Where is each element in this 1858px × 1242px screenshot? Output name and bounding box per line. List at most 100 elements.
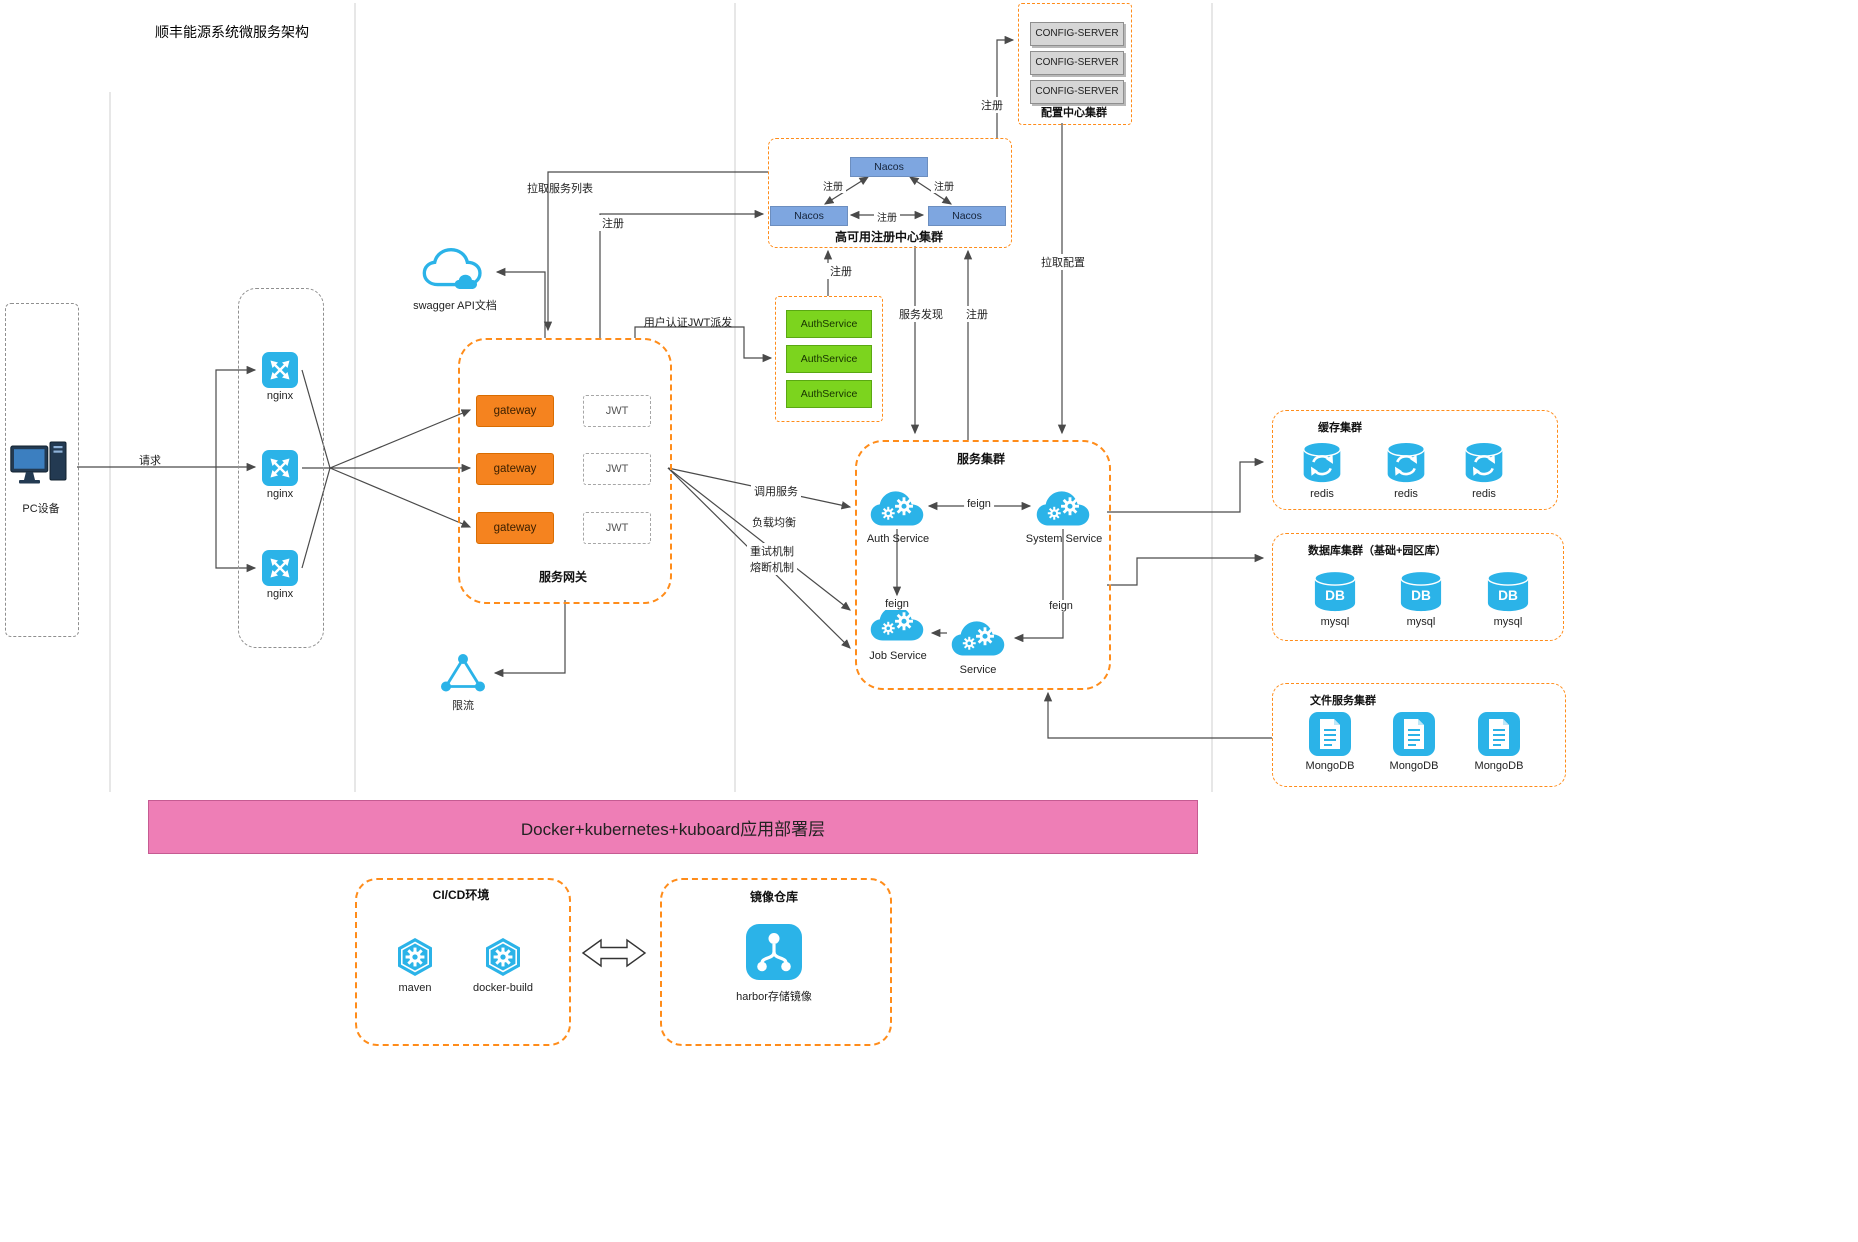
config-server-node[interactable]: CONFIG-SERVER <box>1030 80 1124 104</box>
rate-limit-label: 限流 <box>452 700 474 712</box>
gateway-group-title: 服务网关 <box>538 570 587 584</box>
system-service-label: System Service <box>1025 533 1103 545</box>
edge-label-service-discovery: 服务发现 <box>896 306 946 322</box>
auth-service-node[interactable]: AuthService <box>786 345 872 373</box>
edge-label-load-balance: 负载均衡 <box>749 514 799 530</box>
nginx-group-box <box>238 288 324 648</box>
gateway-node[interactable]: gateway <box>476 453 554 485</box>
edge-label-register: 注册 <box>827 263 855 279</box>
lane-separators <box>109 3 1213 792</box>
nacos-node[interactable]: Nacos <box>770 206 848 226</box>
nginx-label: nginx <box>266 390 294 402</box>
mysql-label: mysql <box>1493 616 1523 628</box>
auth-service-node[interactable]: AuthService <box>786 310 872 338</box>
docker-build-label: docker-build <box>473 982 533 994</box>
mysql-label: mysql <box>1406 616 1436 628</box>
image-repo-group-box <box>660 878 892 1046</box>
edge-label-register: 注册 <box>978 97 1006 113</box>
config-server-node[interactable]: CONFIG-SERVER <box>1030 22 1124 46</box>
file-group-title: 文件服务集群 <box>1310 695 1376 707</box>
cicd-group-box <box>355 878 571 1046</box>
redis-icon[interactable] <box>1385 440 1427 484</box>
gateway-group-box <box>458 338 672 604</box>
nginx-node-icon[interactable] <box>262 450 298 486</box>
jwt-node[interactable]: JWT <box>583 512 651 544</box>
harbor-git-icon[interactable] <box>746 924 802 980</box>
service-cloud-icon[interactable] <box>949 617 1007 659</box>
pc-computer-icon[interactable] <box>10 440 70 488</box>
mongodb-label: MongoDB <box>1389 760 1439 772</box>
edge-label-register: 注册 <box>820 178 846 193</box>
edge-label-register: 注册 <box>599 215 627 231</box>
mysql-db-icon[interactable] <box>1484 570 1532 612</box>
rate-limit-icon[interactable] <box>440 652 486 694</box>
docker-build-hex-icon[interactable] <box>483 937 523 977</box>
mongodb-doc-icon[interactable] <box>1478 712 1520 756</box>
registry-group-box <box>768 138 1012 248</box>
sync-double-arrow <box>581 938 647 968</box>
edge-label-invoke-service: 调用服务 <box>751 483 801 499</box>
edge-label-feign: feign <box>882 598 912 610</box>
cache-group-box <box>1272 410 1558 510</box>
redis-icon[interactable] <box>1301 440 1343 484</box>
cache-group-title: 缓存集群 <box>1318 422 1362 434</box>
db-group-box <box>1272 533 1564 641</box>
edge-label-request: 请求 <box>139 455 161 467</box>
edge-label-pull-service-list: 拉取服务列表 <box>527 183 593 195</box>
config-group-title: 配置中心集群 <box>1041 107 1107 119</box>
auth-service-label: Auth Service <box>866 533 930 545</box>
service-cluster-title: 服务集群 <box>956 452 1005 466</box>
auth-service-cloud-icon[interactable] <box>868 487 926 529</box>
auth-service-node[interactable]: AuthService <box>786 380 872 408</box>
edge-label-register: 注册 <box>931 178 957 193</box>
diagram-title: 顺丰能源系统微服务架构 <box>155 24 309 40</box>
maven-label: maven <box>398 982 432 994</box>
cicd-group-title: CI/CD环境 <box>432 888 490 902</box>
jwt-node[interactable]: JWT <box>583 453 651 485</box>
mysql-db-icon[interactable] <box>1311 570 1359 612</box>
edge-label-pull-config: 拉取配置 <box>1038 254 1088 270</box>
jwt-node[interactable]: JWT <box>583 395 651 427</box>
mongodb-label: MongoDB <box>1474 760 1524 772</box>
system-service-cloud-icon[interactable] <box>1034 487 1092 529</box>
registry-group-title: 高可用注册中心集群 <box>834 230 943 244</box>
edge-label-retry: 重试机制 <box>747 543 797 559</box>
nacos-node[interactable]: Nacos <box>850 157 928 177</box>
edge-label-register: 注册 <box>963 306 991 322</box>
file-group-box <box>1272 683 1566 787</box>
maven-hex-icon[interactable] <box>395 937 435 977</box>
gateway-node[interactable]: gateway <box>476 512 554 544</box>
gateway-node[interactable]: gateway <box>476 395 554 427</box>
service-label: Service <box>959 664 997 676</box>
mongodb-doc-icon[interactable] <box>1309 712 1351 756</box>
edge-label-feign: feign <box>1046 600 1076 612</box>
mysql-label: mysql <box>1320 616 1350 628</box>
harbor-label: harbor存储镜像 <box>736 991 812 1003</box>
swagger-cloud-icon[interactable] <box>420 246 488 292</box>
deployment-layer-label: Docker+kubernetes+kuboard应用部署层 <box>520 819 826 839</box>
nginx-label: nginx <box>266 488 294 500</box>
nginx-label: nginx <box>266 588 294 600</box>
nginx-node-icon[interactable] <box>262 550 298 586</box>
mysql-db-icon[interactable] <box>1397 570 1445 612</box>
edge-label-jwt-issue: 用户认证JWT派发 <box>643 317 733 329</box>
config-group-box <box>1018 3 1132 125</box>
db-group-title: 数据库集群（基础+园区库） <box>1308 545 1447 557</box>
redis-label: redis <box>1310 488 1334 500</box>
edge-label-register: 注册 <box>874 209 900 224</box>
edge-label-circuit-break: 熔断机制 <box>747 559 797 575</box>
redis-label: redis <box>1472 488 1496 500</box>
image-repo-title: 镜像仓库 <box>749 890 798 904</box>
deployment-layer-bar[interactable]: Docker+kubernetes+kuboard应用部署层 <box>148 800 1198 854</box>
redis-icon[interactable] <box>1463 440 1505 484</box>
mongodb-doc-icon[interactable] <box>1393 712 1435 756</box>
edge-label-feign: feign <box>964 498 994 510</box>
service-cluster-box <box>855 440 1111 690</box>
nginx-node-icon[interactable] <box>262 352 298 388</box>
pc-group-box <box>5 303 79 637</box>
job-service-label: Job Service <box>869 650 927 662</box>
nacos-node[interactable]: Nacos <box>928 206 1006 226</box>
config-server-node[interactable]: CONFIG-SERVER <box>1030 51 1124 75</box>
mongodb-label: MongoDB <box>1305 760 1355 772</box>
